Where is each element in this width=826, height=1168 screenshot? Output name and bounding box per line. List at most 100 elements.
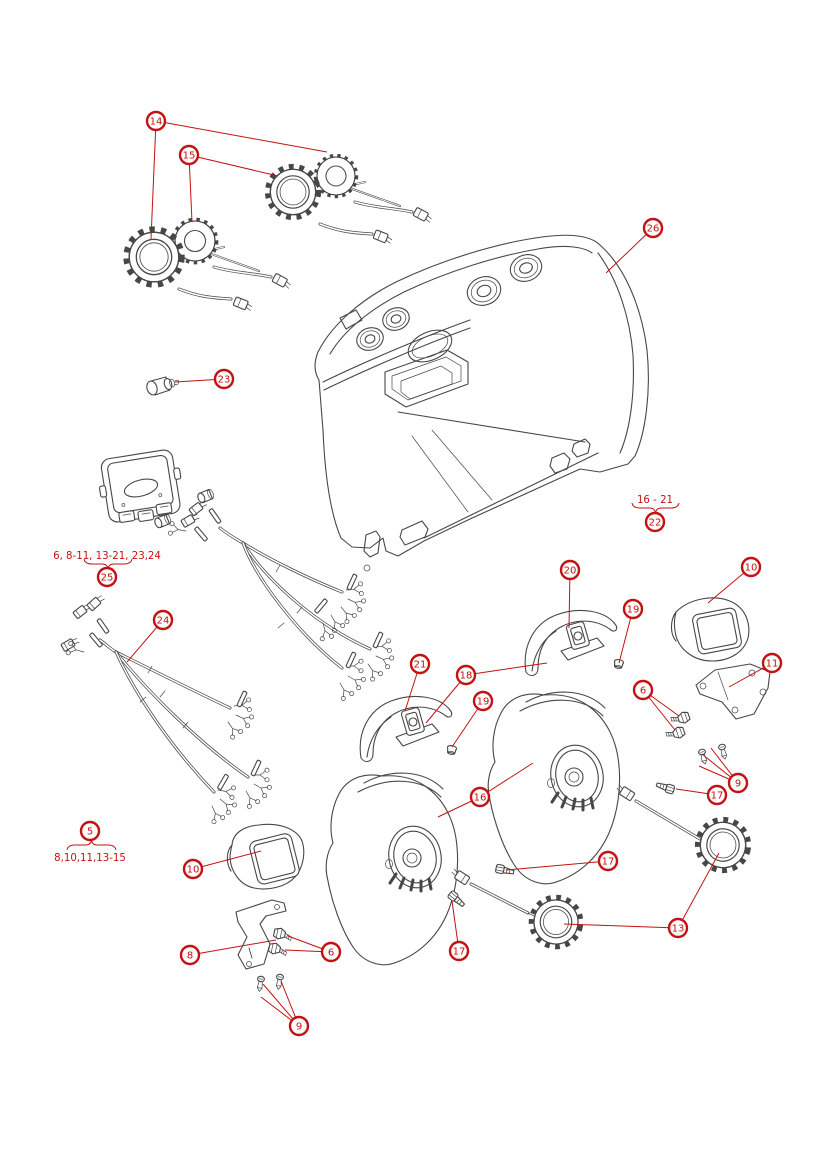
flat-screw-middle: [445, 744, 458, 756]
callout-21[interactable]: 21: [409, 653, 431, 675]
callout-circle[interactable]: [213, 368, 235, 390]
group-range-label: 16 - 21: [637, 495, 673, 506]
flat-screw-upper: [612, 658, 625, 670]
callout-26[interactable]: 26: [642, 217, 664, 239]
callout-number: 17: [711, 791, 724, 802]
callout-circle[interactable]: [740, 556, 762, 578]
leader-line: [677, 852, 720, 929]
leader-line: [188, 154, 279, 177]
display-pod-left: [226, 823, 305, 890]
callout-circle[interactable]: [597, 850, 619, 872]
callout-number: 23: [218, 375, 231, 386]
wiring-harness-upper: [167, 498, 395, 702]
callout-13[interactable]: 13: [667, 917, 689, 939]
hex-bolt-pair-left: [267, 926, 294, 958]
callout-number: 20: [564, 566, 577, 577]
callout-circle[interactable]: [559, 559, 581, 581]
control-module: [98, 449, 216, 530]
callout-circle[interactable]: [448, 940, 470, 962]
callout-17[interactable]: 17: [597, 850, 619, 872]
callout-23[interactable]: 23: [213, 368, 235, 390]
callout-18[interactable]: 18: [455, 664, 477, 686]
callout-19[interactable]: 19: [622, 598, 644, 620]
callout-9[interactable]: 9: [288, 1015, 310, 1037]
console-housing: [314, 234, 649, 572]
leader-line: [465, 662, 548, 676]
callout-circle[interactable]: [145, 110, 167, 132]
callout-24[interactable]: 24: [152, 609, 174, 631]
callout-25[interactable]: 25: [96, 566, 118, 588]
callout-10[interactable]: 10: [182, 858, 204, 880]
callout-circle[interactable]: [79, 820, 101, 842]
leader-line: [425, 674, 467, 724]
callout-circle[interactable]: [472, 690, 494, 712]
callout-circle[interactable]: [320, 941, 342, 963]
callout-number: 6: [640, 686, 646, 697]
callout-circle[interactable]: [622, 598, 644, 620]
callout-circle[interactable]: [667, 917, 689, 939]
callout-number: 15: [183, 151, 196, 162]
callout-circle[interactable]: [761, 652, 783, 674]
callout-6[interactable]: 6: [632, 679, 654, 701]
callout-17[interactable]: 17: [706, 784, 728, 806]
callout-circle[interactable]: [182, 858, 204, 880]
callout-11[interactable]: 11: [761, 652, 783, 674]
callout-15[interactable]: 15: [178, 144, 200, 166]
callout-17[interactable]: 17: [448, 940, 470, 962]
callout-16[interactable]: 16: [469, 786, 491, 808]
leader-line: [189, 939, 277, 956]
visor-cowl-left: [359, 695, 453, 763]
callout-number: 14: [150, 117, 163, 128]
leader-line: [563, 923, 679, 929]
callout-circle[interactable]: [632, 679, 654, 701]
instrument-bezel-set: [126, 153, 434, 313]
callout-8[interactable]: 8: [179, 944, 201, 966]
callout-number: 24: [157, 616, 170, 627]
callout-number: 13: [672, 924, 685, 935]
bulb-socket: [146, 376, 179, 396]
lock-ring-lower: [527, 893, 584, 950]
sensor-cable-right: [614, 783, 715, 848]
callout-number: 25: [101, 573, 114, 584]
callout-circle[interactable]: [409, 653, 431, 675]
callout-5[interactable]: 5: [79, 820, 101, 842]
callout-circle[interactable]: [179, 944, 201, 966]
callout-number: 22: [649, 518, 662, 529]
callout-number: 11: [766, 659, 779, 670]
callout-10[interactable]: 10: [740, 556, 762, 578]
leader-line: [505, 860, 609, 871]
callout-22[interactable]: 22: [644, 511, 666, 533]
display-pod-right: [670, 597, 750, 662]
callout-number: 8: [187, 951, 193, 962]
callout-number: 10: [745, 563, 758, 574]
callout-number: 17: [453, 947, 466, 958]
leader-line: [605, 227, 654, 274]
callout-circle[interactable]: [469, 786, 491, 808]
leader-line: [479, 762, 534, 798]
callout-14[interactable]: 14: [145, 110, 167, 132]
callout-circle[interactable]: [644, 511, 666, 533]
callout-circle[interactable]: [642, 217, 664, 239]
callout-circle[interactable]: [152, 609, 174, 631]
mounting-bracket-right: [695, 663, 771, 720]
callout-circle[interactable]: [727, 772, 749, 794]
callout-20[interactable]: 20: [559, 559, 581, 581]
callout-number: 16: [474, 793, 487, 804]
callout-circle[interactable]: [288, 1015, 310, 1037]
callout-circle[interactable]: [706, 784, 728, 806]
callout-number: 21: [414, 660, 427, 671]
callout-number: 19: [627, 605, 640, 616]
callout-number: 9: [296, 1022, 302, 1033]
callout-9[interactable]: 9: [727, 772, 749, 794]
callout-19[interactable]: 19: [472, 690, 494, 712]
callout-6[interactable]: 6: [320, 941, 342, 963]
visor-cowl-right: [524, 609, 618, 677]
callout-circle[interactable]: [455, 664, 477, 686]
callout-number: 18: [460, 671, 473, 682]
callout-circle[interactable]: [178, 144, 200, 166]
callout-circle[interactable]: [96, 566, 118, 588]
callout-number: 10: [187, 865, 200, 876]
